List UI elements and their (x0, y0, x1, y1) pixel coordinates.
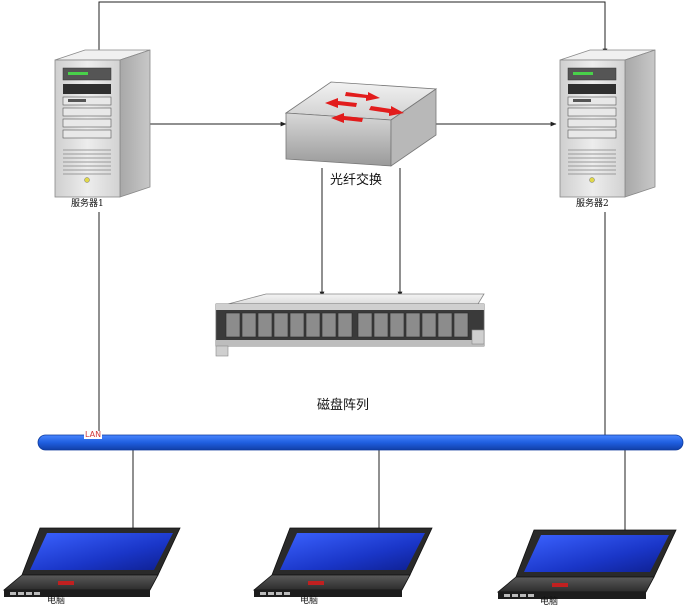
lan-bus (38, 435, 683, 450)
server-2-label: 服务器2 (576, 200, 609, 209)
fiber-switch (286, 82, 436, 166)
disk-array-label: 磁盘阵列 (317, 399, 369, 412)
pc-3-label: 电脑 (540, 598, 558, 607)
lan-label: LAN (84, 431, 102, 439)
pc-2-label: 电脑 (300, 597, 318, 606)
disk-array (216, 294, 484, 356)
laptop-3 (498, 530, 676, 599)
pc-1-label: 电脑 (47, 597, 65, 606)
server-1-label: 服务器1 (71, 200, 104, 209)
connection-lines (99, 2, 625, 530)
server-2 (560, 50, 655, 197)
fiber-switch-label: 光纤交换 (330, 174, 382, 187)
laptop-1 (4, 528, 180, 597)
laptop-2 (254, 528, 432, 597)
server-to-server-link (99, 2, 605, 57)
server-1 (55, 50, 150, 197)
